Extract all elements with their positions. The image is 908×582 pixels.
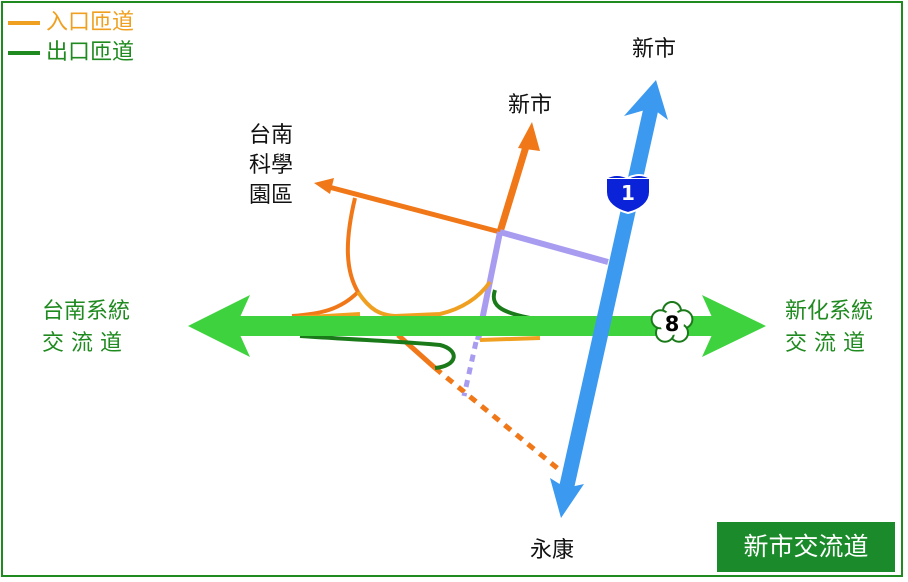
orange-dotted-extension: [433, 366, 564, 474]
highway-8-west-arrow-head: [188, 295, 250, 357]
freeway-1-south-arrow-head: [550, 478, 584, 518]
exit-ramp-swatch: [8, 51, 40, 55]
orange-road-xinshi: [496, 138, 532, 234]
freeway-1-shield-icon: 1: [605, 174, 651, 215]
label-xinshi-middle: 新市: [508, 93, 553, 118]
label-science-park-line3: 園區: [249, 183, 294, 208]
label-yongkang: 永康: [530, 538, 575, 563]
exit-ramp-northeast: [491, 289, 531, 320]
legend: 入口匝道 出口匝道: [8, 8, 134, 68]
label-tainan-system-line2: 交 流 道: [42, 331, 122, 356]
provincial-8-shield-number: 8: [665, 312, 680, 336]
label-tainan-system-line1: 台南系統: [42, 299, 131, 324]
freeway-1-shield-number: 1: [621, 181, 635, 205]
science-park-arrow-head: [314, 178, 334, 194]
label-xinhua-system-line1: 新化系統: [785, 299, 874, 324]
entry-ramp-north: [356, 280, 492, 319]
legend-exit-ramp: 出口匝道: [8, 38, 134, 68]
label-xinhua-system-line2: 交 流 道: [785, 331, 865, 356]
label-xinshi-north: 新市: [632, 37, 677, 62]
lavender-connector-east: [499, 229, 609, 265]
xinshi-middle-arrow-head: [518, 122, 540, 151]
interchange-title: 新市交流道: [717, 522, 895, 572]
freeway-1-north-arrow-head: [624, 80, 668, 120]
provincial-8-shield-icon: 8: [650, 301, 694, 343]
entry-ramp-west-loop: [291, 197, 361, 318]
freeway-1: [558, 102, 660, 492]
legend-entry-ramp-label: 入口匝道: [46, 10, 135, 35]
highway-8-east-arrow-head: [702, 295, 766, 357]
label-science-park-line1: 台南: [249, 123, 294, 148]
entry-ramp-swatch: [8, 21, 40, 25]
lavender-dotted-extension: [461, 341, 479, 397]
orange-ramp-southwest: [396, 333, 437, 370]
legend-exit-ramp-label: 出口匝道: [46, 40, 135, 65]
legend-entry-ramp: 入口匝道: [8, 8, 134, 38]
orange-road-science-park: [324, 183, 501, 235]
entry-ramp-south: [479, 336, 541, 342]
label-science-park-line2: 科學: [249, 153, 294, 178]
exit-ramp-southwest-loop: [299, 334, 456, 370]
